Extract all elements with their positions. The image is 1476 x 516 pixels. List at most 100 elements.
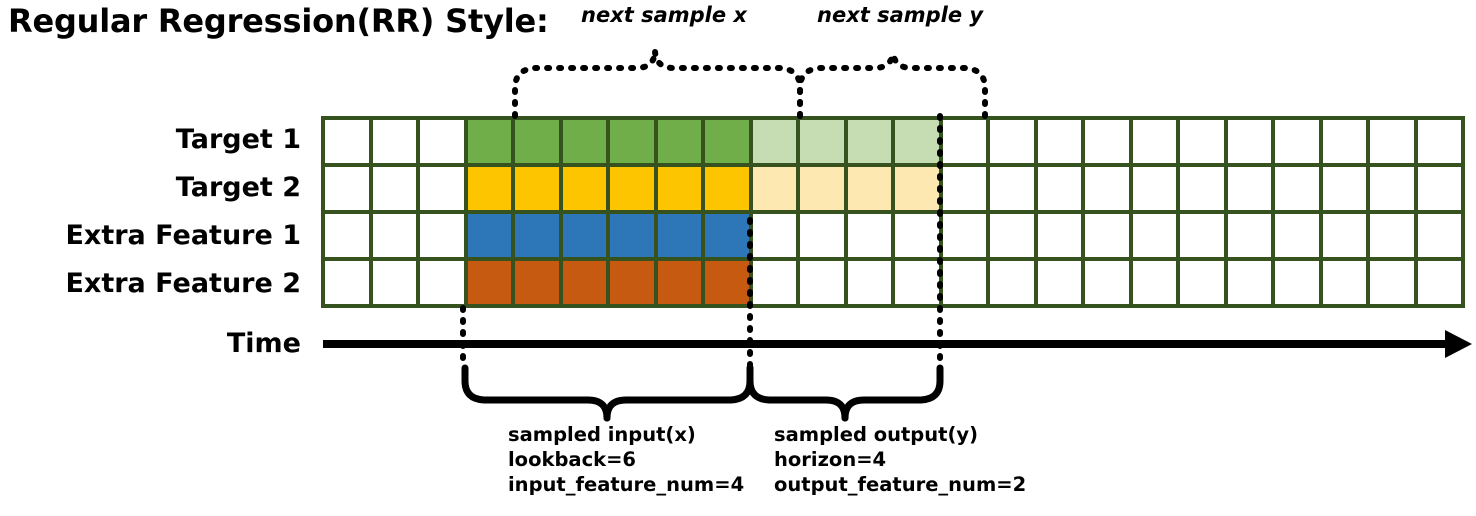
grid-cell-target-2-3 (467, 167, 511, 210)
grid-cell-extra-feature-2-17 (1132, 261, 1176, 304)
grid-cell-extra-feature-2-21 (1322, 261, 1366, 304)
grid-cell-target-2-7 (657, 167, 701, 210)
grid-cell-extra-feature-1-9 (752, 214, 796, 257)
grid-cell-target-2-17 (1132, 167, 1176, 210)
sampled-input-annotation: sampled input(x) lookback=6 input_featur… (508, 422, 744, 497)
grid-cell-target-1-7 (657, 120, 701, 163)
grid-cell-target-2-22 (1370, 167, 1414, 210)
grid-cell-target-1-6 (610, 120, 654, 163)
grid-cell-target-2-0 (325, 167, 369, 210)
grid-cell-target-1-12 (895, 120, 939, 163)
grid-cell-target-1-20 (1275, 120, 1319, 163)
grid-cell-extra-feature-2-10 (800, 261, 844, 304)
grid-cell-target-2-14 (990, 167, 1034, 210)
grid-cell-extra-feature-2-6 (610, 261, 654, 304)
sampled-input-lookback: lookback=6 (508, 448, 636, 471)
grid-cell-target-2-15 (1037, 167, 1081, 210)
grid-cell-target-1-19 (1227, 120, 1271, 163)
sampled-input-title: sampled input(x) (508, 423, 696, 446)
next-sample-y-brace (797, 47, 988, 119)
grid-cell-extra-feature-2-15 (1037, 261, 1081, 304)
grid-cell-extra-feature-1-1 (372, 214, 416, 257)
grid-cell-target-2-18 (1180, 167, 1224, 210)
grid-cell-target-1-23 (1417, 120, 1461, 163)
grid-cell-extra-feature-2-18 (1180, 261, 1224, 304)
grid-cell-extra-feature-2-9 (752, 261, 796, 304)
grid-cell-extra-feature-1-19 (1227, 214, 1271, 257)
time-axis-label: Time (226, 328, 301, 359)
row-label-column: Target 1 Target 2 Extra Feature 1 Extra … (0, 116, 311, 308)
grid-cell-extra-feature-1-8 (705, 214, 749, 257)
grid-cell-extra-feature-1-15 (1037, 214, 1081, 257)
sampled-output-title: sampled output(y) (774, 423, 978, 446)
grid-cell-target-2-10 (800, 167, 844, 210)
row-label-extra-feature-2: Extra Feature 2 (65, 268, 301, 299)
time-axis-arrow (323, 330, 1472, 358)
grid-cell-extra-feature-2-23 (1417, 261, 1461, 304)
grid-cell-target-1-10 (800, 120, 844, 163)
grid-cell-extra-feature-2-4 (515, 261, 559, 304)
grid-cell-extra-feature-1-17 (1132, 214, 1176, 257)
page-title: Regular Regression(RR) Style: (8, 2, 549, 40)
grid-cell-target-1-9 (752, 120, 796, 163)
grid-cell-target-1-1 (372, 120, 416, 163)
grid-cell-extra-feature-2-16 (1085, 261, 1129, 304)
grid-cell-target-2-1 (372, 167, 416, 210)
grid-cell-extra-feature-1-20 (1275, 214, 1319, 257)
grid-cell-extra-feature-2-14 (990, 261, 1034, 304)
grid-cell-target-1-3 (467, 120, 511, 163)
grid-cell-target-1-4 (515, 120, 559, 163)
grid-cell-target-1-22 (1370, 120, 1414, 163)
grid-cell-extra-feature-2-3 (467, 261, 511, 304)
grid-cell-extra-feature-1-5 (562, 214, 606, 257)
grid-cell-target-2-19 (1227, 167, 1271, 210)
grid-cell-target-1-5 (562, 120, 606, 163)
row-label-target-1: Target 1 (175, 124, 301, 155)
grid-cell-extra-feature-1-16 (1085, 214, 1129, 257)
grid-cell-extra-feature-1-21 (1322, 214, 1366, 257)
row-label-target-2: Target 2 (175, 172, 301, 203)
grid-cell-target-1-15 (1037, 120, 1081, 163)
grid-cell-extra-feature-1-3 (467, 214, 511, 257)
grid-cell-extra-feature-1-0 (325, 214, 369, 257)
sampled-input-brace (461, 364, 754, 422)
next-sample-y-label: next sample y (817, 3, 984, 27)
grid-cell-target-1-21 (1322, 120, 1366, 163)
grid-cell-extra-feature-1-10 (800, 214, 844, 257)
grid-cell-extra-feature-2-8 (705, 261, 749, 304)
grid-cell-target-2-13 (942, 167, 986, 210)
grid-cell-target-2-23 (1417, 167, 1461, 210)
timeline-grid (321, 116, 1465, 308)
sampled-output-horizon: horizon=4 (774, 448, 887, 471)
grid-cell-target-1-16 (1085, 120, 1129, 163)
grid-cell-extra-feature-2-19 (1227, 261, 1271, 304)
sampled-output-feature-num: output_feature_num=2 (774, 473, 1027, 496)
grid-cell-extra-feature-1-13 (942, 214, 986, 257)
grid-cell-target-1-11 (847, 120, 891, 163)
grid-cell-target-1-17 (1132, 120, 1176, 163)
grid-cell-target-2-6 (610, 167, 654, 210)
grid-cell-extra-feature-1-23 (1417, 214, 1461, 257)
grid-cell-target-2-11 (847, 167, 891, 210)
next-sample-x-label: next sample x (581, 3, 747, 27)
grid-cell-extra-feature-1-11 (847, 214, 891, 257)
grid-cell-extra-feature-2-22 (1370, 261, 1414, 304)
grid-cell-extra-feature-1-22 (1370, 214, 1414, 257)
grid-cell-extra-feature-2-13 (942, 261, 986, 304)
grid-cell-target-2-8 (705, 167, 749, 210)
sampled-output-annotation: sampled output(y) horizon=4 output_featu… (774, 422, 1026, 497)
grid-cell-target-2-21 (1322, 167, 1366, 210)
grid-cell-extra-feature-2-7 (657, 261, 701, 304)
sampled-output-brace (746, 364, 944, 422)
grid-cell-target-1-8 (705, 120, 749, 163)
grid-cell-extra-feature-2-2 (420, 261, 464, 304)
grid-cell-target-2-4 (515, 167, 559, 210)
grid-cell-target-2-16 (1085, 167, 1129, 210)
grid-cell-target-2-9 (752, 167, 796, 210)
grid-cell-extra-feature-2-11 (847, 261, 891, 304)
grid-cell-extra-feature-2-20 (1275, 261, 1319, 304)
row-label-extra-feature-1: Extra Feature 1 (65, 220, 301, 251)
grid-cell-target-2-20 (1275, 167, 1319, 210)
grid-cell-extra-feature-2-5 (562, 261, 606, 304)
